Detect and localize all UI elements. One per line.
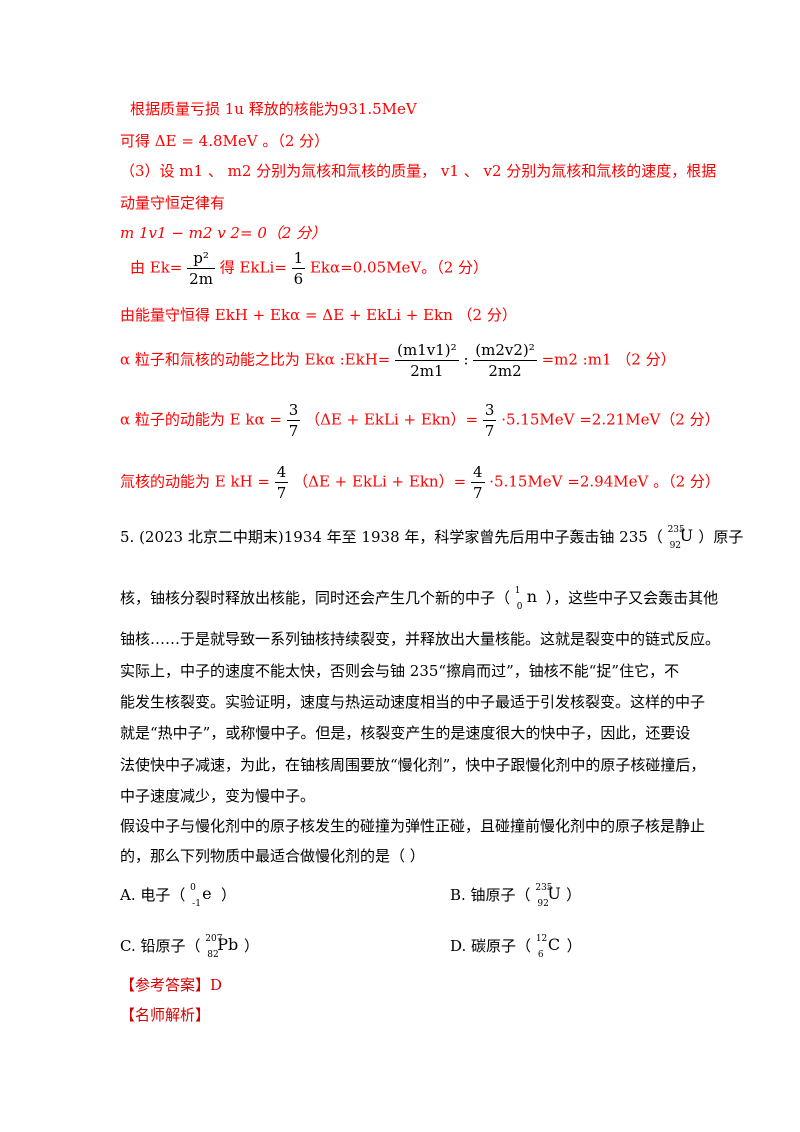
ratio-colon: :: [463, 350, 469, 369]
question-line-1: 5. (2023 北京二中期末)1934 年至 1938 年，科学家曾先后用中子…: [120, 525, 744, 551]
question-line-3: 铀核……于是就导致一系列铀核持续裂变，并释放出大量核能。这就是裂变中的链式反应。: [120, 630, 721, 648]
question-line-7: 法使快中子减速，为此，在铀核周围要放“慢化剂”，快中子跟慢化剂中的原子核碰撞后，: [120, 756, 706, 774]
line-momentum-eq: m 1v1 − m2 v 2= 0（2 分）: [120, 224, 327, 242]
question-line-9: 假设中子与慢化剂中的原子核发生的碰撞为弹性正碰，且碰撞前慢化剂中的原子核是静止: [120, 817, 706, 835]
question-line-4: 实际上，中子的速度不能太快，否则会与铀 235“擦肩而过”，铀核不能“捉”住它，…: [120, 662, 680, 680]
ekalpha-text: Ekα=0.05MeV。（2 分）: [309, 258, 488, 277]
question-line-10: 的，那么下列物质中最适合做慢化剂的是（ ）: [120, 847, 425, 865]
line-momentum-law: 动量守恒定律有: [120, 194, 226, 212]
ratio-result: =m2 :m1 （2 分）: [541, 350, 676, 369]
ek-prefix: 由 Ek=: [130, 258, 183, 277]
line-part3-setup: （3）设 m1 、 m2 分别为氚核和氚核的质量， v1 、 v2 分别为氚核和…: [120, 162, 717, 180]
question-line-6: 就是“热中子”，或称慢中子。但是，核裂变产生的是速度很大的快中子，因此，还要设: [120, 724, 691, 742]
line-energy-conservation: 由能量守恒得 EkH + Ekα = ΔE + EkLi + Ekn （2 分）: [120, 306, 517, 324]
ekli-text: 得 EkLi=: [219, 258, 287, 277]
line-delta-e: 可得 ΔE = 4.8MeV 。（2 分）: [120, 132, 330, 150]
question-line-8: 中子速度减少，变为慢中子。: [120, 787, 316, 805]
answer-label: 【参考答案】D: [120, 976, 223, 994]
question-line-5: 能发生核裂变。实验证明，速度与热运动速度相当的中子最适于引发核裂变。这样的中子: [120, 693, 706, 711]
line-mass-defect: 根据质量亏损 1u 释放的核能为931.5MeV: [130, 100, 417, 118]
ratio-prefix: α 粒子和氚核的动能之比为 Ekα :EkH=: [120, 350, 391, 369]
explanation-label: 【名师解析】: [120, 1006, 211, 1024]
